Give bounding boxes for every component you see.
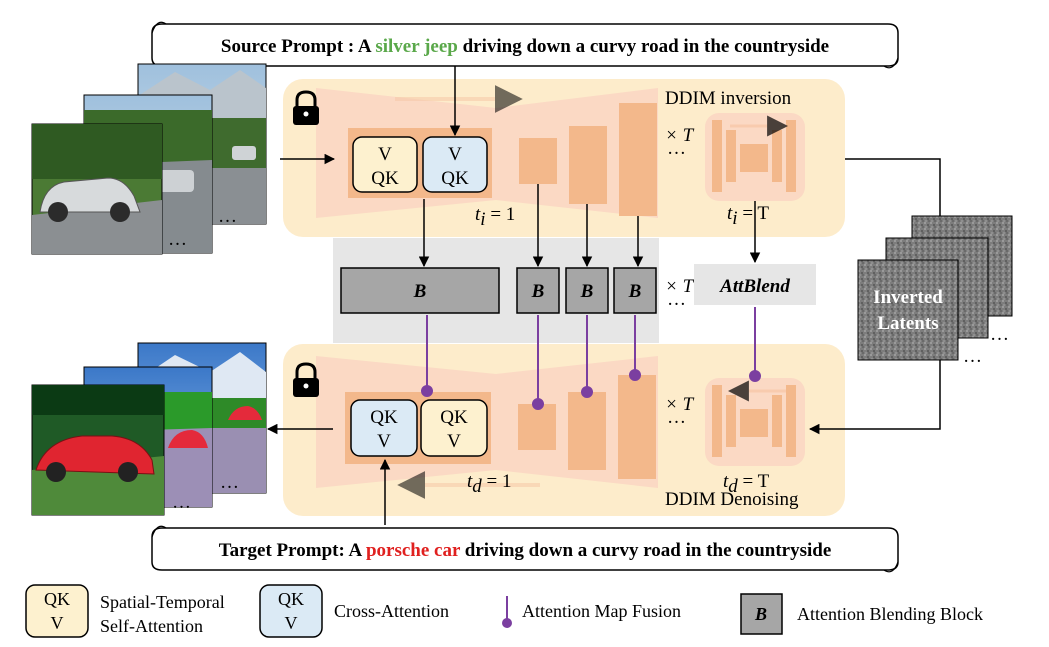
source-frames-ellipsis-1: … bbox=[168, 229, 187, 250]
latents-ellipsis-2: … bbox=[990, 324, 1009, 345]
legend-cross-attn-label: Cross-Attention bbox=[334, 601, 449, 621]
legend-self-attn-label-2: Self-Attention bbox=[100, 616, 203, 636]
blend-block-layer-1-label: B bbox=[531, 281, 545, 302]
denoising-title: DDIM Denoising bbox=[665, 489, 799, 510]
inversion-panel: V QK V QK ti = 1 DDIM inversion × T … ti… bbox=[283, 79, 845, 237]
denoising-cross-attention-box bbox=[350, 399, 418, 457]
inversion-self-attention-box bbox=[352, 136, 418, 193]
target-prompt-text: Target Prompt: A porsche car driving dow… bbox=[219, 540, 832, 561]
latents-label-line2: Latents bbox=[877, 313, 938, 334]
source-prompt-highlight: silver jeep bbox=[375, 36, 458, 57]
blend-row: B B B B × T … AttBlend bbox=[340, 264, 816, 314]
source-video-frames: … … bbox=[31, 63, 267, 255]
legend-cross-attn-box bbox=[259, 584, 323, 638]
source-prompt-suffix: driving down a curvy road in the country… bbox=[458, 36, 829, 57]
denoising-panel: QK V QK V td = 1 DDIM Denoising × T … td… bbox=[283, 344, 845, 516]
legend-self-attn-box-line2: V bbox=[51, 613, 64, 633]
denoising-ellipsis: … bbox=[667, 407, 686, 428]
inversion-self-attn-line1: V bbox=[378, 144, 392, 165]
inversion-final-unet bbox=[705, 113, 805, 201]
legend-self-attn-box bbox=[25, 584, 89, 638]
target-frame-1 bbox=[31, 384, 165, 516]
legend-cross-attn-box-line2: V bbox=[285, 613, 298, 633]
attblend-label: AttBlend bbox=[719, 276, 790, 297]
latents-label-line1: Inverted bbox=[873, 287, 943, 308]
blend-block-attention-label: B bbox=[413, 281, 427, 302]
source-prompt-text: Source Prompt : A silver jeep driving do… bbox=[221, 36, 829, 57]
blend-block-layer-3 bbox=[613, 267, 657, 314]
inversion-lock-icon bbox=[293, 90, 319, 125]
blend-block-layer-3-label: B bbox=[628, 281, 642, 302]
target-prompt-prefix: Target Prompt: A bbox=[219, 540, 366, 561]
denoising-t-last-label: td = T bbox=[723, 471, 770, 497]
target-prompt-banner: Target Prompt: A porsche car driving dow… bbox=[151, 525, 899, 573]
inversion-t-first-label: ti = 1 bbox=[475, 204, 515, 230]
denoising-self-attn-line1: QK bbox=[440, 407, 468, 428]
blend-ellipsis: … bbox=[667, 289, 686, 310]
inversion-t-last-label: ti = T bbox=[727, 203, 769, 229]
target-prompt-highlight: porsche car bbox=[366, 540, 461, 561]
fusion-lines bbox=[421, 307, 761, 410]
inversion-title: DDIM inversion bbox=[665, 88, 792, 109]
target-frames-ellipsis-1: … bbox=[172, 492, 191, 513]
denoising-final-unet bbox=[705, 378, 805, 466]
denoising-layer-1 bbox=[518, 404, 556, 450]
inversion-layer-3 bbox=[619, 103, 657, 216]
inversion-self-attn-line2: QK bbox=[371, 168, 399, 189]
legend-blend-label: Attention Blending Block bbox=[797, 604, 983, 624]
latents-ellipsis-1: … bbox=[963, 346, 982, 367]
legend-fusion-label: Attention Map Fusion bbox=[522, 601, 681, 621]
denoising-lock-icon bbox=[293, 362, 319, 397]
inversion-layer-2 bbox=[569, 126, 607, 204]
source-frames-ellipsis-2: … bbox=[218, 206, 237, 227]
legend-cross-attn-box-line1: QK bbox=[278, 589, 304, 609]
legend-self-attn-box-line1: QK bbox=[44, 589, 70, 609]
blend-block-attention bbox=[340, 267, 500, 314]
target-prompt-suffix: driving down a curvy road in the country… bbox=[460, 540, 831, 561]
legend-self-attn-label-1: Spatial-Temporal bbox=[100, 592, 225, 612]
inversion-times-t: × T bbox=[665, 125, 695, 146]
legend-blend-box-label: B bbox=[754, 604, 767, 624]
legend: QK V Spatial-Temporal Self-Attention QK … bbox=[25, 584, 983, 638]
denoising-cross-attn-line1: QK bbox=[370, 407, 398, 428]
inversion-ellipsis: … bbox=[667, 138, 686, 159]
legend-fusion-icon bbox=[502, 596, 512, 628]
denoising-layer-3 bbox=[618, 375, 656, 479]
denoising-cross-attn-line2: V bbox=[377, 431, 391, 452]
inverted-latents: Inverted Latents … … bbox=[857, 215, 1013, 367]
denoising-self-attn-line2: V bbox=[447, 431, 461, 452]
blend-times-t: × T bbox=[665, 276, 695, 297]
denoising-self-attention-box bbox=[420, 399, 488, 457]
source-prompt-banner: Source Prompt : A silver jeep driving do… bbox=[151, 21, 899, 69]
inversion-cross-attention-box bbox=[422, 136, 488, 193]
legend-blend-box bbox=[740, 593, 783, 635]
inversion-layer-1 bbox=[519, 138, 557, 184]
arrows bbox=[266, 66, 946, 525]
blend-block-layer-2 bbox=[565, 267, 609, 314]
inversion-cross-attn-line1: V bbox=[448, 144, 462, 165]
inversion-cross-attn-line2: QK bbox=[441, 168, 469, 189]
blend-block-layer-1 bbox=[516, 267, 560, 314]
target-video-frames: … … bbox=[31, 342, 267, 516]
source-frame-1 bbox=[31, 123, 163, 255]
blend-block-layer-2-label: B bbox=[580, 281, 594, 302]
denoising-t-first-label: td = 1 bbox=[467, 471, 512, 497]
source-prompt-prefix: Source Prompt : A bbox=[221, 36, 375, 57]
attblend-box bbox=[694, 264, 816, 305]
target-frames-ellipsis-2: … bbox=[220, 472, 239, 493]
denoising-layer-2 bbox=[568, 392, 606, 470]
denoising-times-t: × T bbox=[665, 394, 695, 415]
latent-card-1 bbox=[857, 259, 959, 361]
